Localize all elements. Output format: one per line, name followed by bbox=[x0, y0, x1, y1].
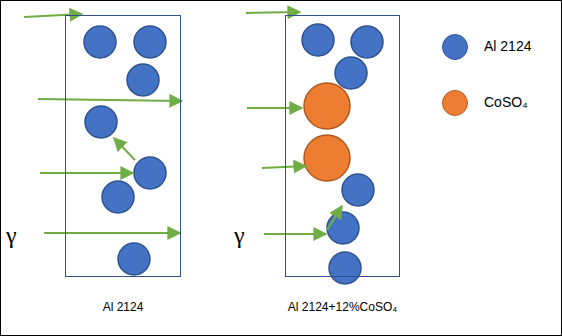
legend-entry: CoSO₄ bbox=[442, 90, 557, 116]
legend-swatch bbox=[442, 34, 468, 60]
radiation-symbol: γ bbox=[6, 222, 17, 249]
sample-caption: Al 2124 bbox=[103, 300, 144, 314]
legend-label: Al 2124 bbox=[484, 38, 531, 54]
al-particles bbox=[84, 24, 383, 284]
legend-label: CoSO₄ bbox=[484, 94, 528, 110]
legend-swatch bbox=[442, 90, 468, 116]
radiation-arrows bbox=[24, 12, 342, 234]
radiation-symbol: γ bbox=[234, 222, 245, 249]
sample-caption: Al 2124+12%CoSO₄ bbox=[288, 300, 397, 314]
sample-box: Al 2124 bbox=[65, 15, 181, 277]
sample-box: Al 2124+12%CoSO₄ bbox=[285, 15, 400, 277]
legend-entry: Al 2124 bbox=[442, 34, 557, 60]
coso4-particles bbox=[304, 83, 350, 181]
